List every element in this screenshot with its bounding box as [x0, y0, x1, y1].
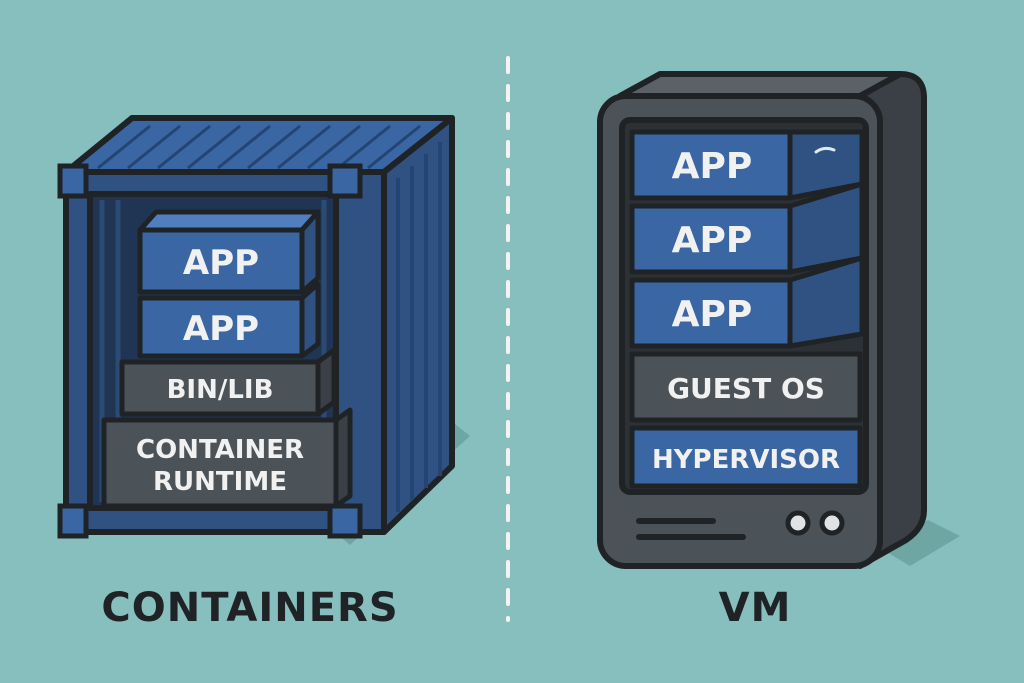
- container-app-block-bottom: [137, 295, 305, 359]
- vm-guest-os-block: [629, 351, 863, 423]
- vm-stack: [629, 129, 865, 489]
- vm-hypervisor-label: HYPERVISOR: [652, 445, 840, 475]
- container-runtime-label-line1: CONTAINER: [136, 435, 304, 465]
- container-app-label-bottom: APP: [183, 309, 259, 349]
- container-runtime-block: [101, 417, 339, 509]
- container-app-block-top: [137, 227, 305, 295]
- vm-hypervisor-block: [629, 425, 863, 489]
- container-runtime-label-line2: RUNTIME: [153, 467, 287, 497]
- status-indicator-icon: [819, 510, 845, 536]
- vm-guest-os-label: GUEST OS: [667, 372, 825, 405]
- vm-app-block-3: [629, 277, 793, 349]
- vm-app-label-2: APP: [672, 220, 753, 261]
- containers-caption: CONTAINERS: [101, 585, 399, 631]
- vm-app-label-1: APP: [672, 146, 753, 187]
- container-stack: [101, 209, 353, 509]
- vm-caption: VM: [718, 585, 792, 631]
- container-bin-lib-label: BIN/LIB: [167, 375, 274, 405]
- screen-glare: [814, 146, 836, 154]
- container-bin-lib-block: [119, 359, 321, 417]
- power-indicator-icon: [785, 510, 811, 536]
- vm-app-block-1: [629, 129, 793, 201]
- container-app-label-top: APP: [183, 243, 259, 283]
- server-front-details: [636, 510, 845, 540]
- vm-app-label-3: APP: [672, 294, 753, 335]
